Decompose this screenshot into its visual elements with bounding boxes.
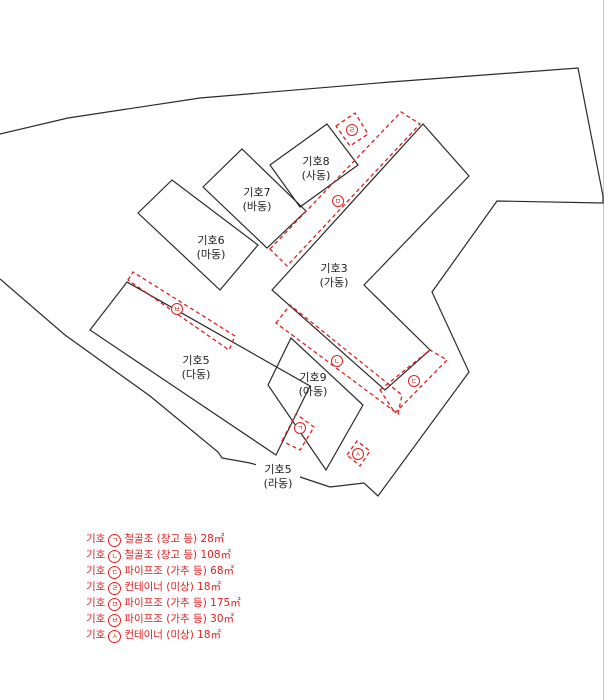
svg-text:기호5: 기호5 — [264, 463, 291, 476]
marker-s: ㅅ — [352, 448, 364, 460]
legend-text: 파이프조 (가추 등) 30㎡ — [124, 613, 235, 625]
dashed-area-s — [346, 440, 371, 467]
label-building-8: 기호8 (사동) — [302, 155, 331, 182]
legend-symbol: ㄷ — [108, 566, 122, 579]
page-edge-line — [603, 0, 604, 700]
legend-symbol: ㄱ — [108, 534, 122, 547]
legend-text: 파이프조 (가추 등) 68㎡ — [124, 565, 235, 577]
legend-prefix: 기호 — [86, 581, 106, 593]
legend-symbol: ㅁ — [108, 598, 122, 611]
legend-symbol: ㄴ — [108, 550, 122, 563]
dashed-area-b — [127, 271, 236, 351]
marker-d: ㄷ — [408, 375, 420, 387]
svg-text:기호8: 기호8 — [302, 155, 329, 168]
legend-text: 컨테이너 (미상) 18㎡ — [124, 581, 222, 593]
legend-text: 컨테이너 (미상) 18㎡ — [124, 629, 222, 641]
legend-symbol: ㄹ — [108, 582, 122, 595]
svg-text:기호9: 기호9 — [299, 371, 326, 384]
svg-text:ㅅ: ㅅ — [355, 450, 361, 458]
label-building-7: 기호7 (바동) — [243, 186, 272, 213]
building-3 — [271, 123, 470, 391]
svg-text:(라동): (라동) — [264, 477, 293, 490]
marker-g: ㄱ — [294, 422, 306, 434]
svg-text:ㄱ: ㄱ — [297, 424, 303, 432]
legend-text: 철골조 (창고 등) 28㎡ — [124, 533, 225, 545]
site-boundary-north — [0, 67, 604, 497]
marker-n: ㄴ — [331, 355, 343, 367]
legend-symbol: ㅅ — [108, 630, 122, 643]
svg-text:(마동): (마동) — [197, 248, 226, 261]
label-building-6: 기호6 (마동) — [197, 234, 226, 261]
svg-text:ㅂ: ㅂ — [174, 305, 180, 313]
building-9 — [267, 337, 364, 472]
dashed-area-r — [335, 112, 369, 147]
svg-text:기호7: 기호7 — [243, 186, 270, 199]
svg-text:(다동): (다동) — [182, 368, 211, 381]
marker-b: ㅂ — [171, 303, 183, 315]
legend-text: 철골조 (창고 등) 108㎡ — [124, 549, 232, 561]
legend-symbol: ㅂ — [108, 614, 122, 627]
legend-prefix: 기호 — [86, 613, 106, 625]
site-plan: 기호8 (사동) 기호7 (바동) 기호6 (마동) 기호3 (가동) 기호5 … — [0, 67, 604, 497]
svg-text:ㄹ: ㄹ — [349, 126, 355, 134]
svg-text:ㄷ: ㄷ — [411, 377, 417, 385]
svg-text:(아동): (아동) — [299, 385, 328, 398]
legend-prefix: 기호 — [86, 565, 106, 577]
building-6 — [137, 179, 259, 291]
building-5 — [89, 281, 311, 456]
legend-prefix: 기호 — [86, 629, 106, 641]
dashed-area-g — [281, 413, 315, 451]
svg-text:ㄴ: ㄴ — [334, 357, 340, 365]
svg-text:ㅁ: ㅁ — [335, 197, 341, 205]
svg-text:(가동): (가동) — [320, 276, 349, 289]
svg-text:기호3: 기호3 — [320, 262, 347, 275]
label-building-3: 기호3 (가동) — [320, 262, 349, 289]
label-building-5: 기호5 (다동) — [182, 354, 211, 381]
svg-text:기호5: 기호5 — [182, 354, 209, 367]
label-building-9: 기호9 (아동) — [299, 371, 328, 398]
marker-m: ㅁ — [332, 195, 344, 207]
marker-r: ㄹ — [346, 124, 358, 136]
building-8 — [269, 123, 359, 208]
dashed-area-n — [275, 304, 403, 416]
label-building-5-ra: 기호5 (라동) — [256, 462, 300, 490]
svg-text:(바동): (바동) — [243, 200, 272, 213]
svg-text:기호6: 기호6 — [197, 234, 224, 247]
legend-prefix: 기호 — [86, 597, 106, 609]
legend-prefix: 기호 — [86, 549, 106, 561]
legend-prefix: 기호 — [86, 533, 106, 545]
legend-text: 파이프조 (가추 등) 175㎡ — [124, 597, 241, 609]
dashed-area-d — [379, 349, 449, 415]
svg-text:(사동): (사동) — [302, 169, 331, 182]
dashed-area-m — [269, 111, 422, 267]
